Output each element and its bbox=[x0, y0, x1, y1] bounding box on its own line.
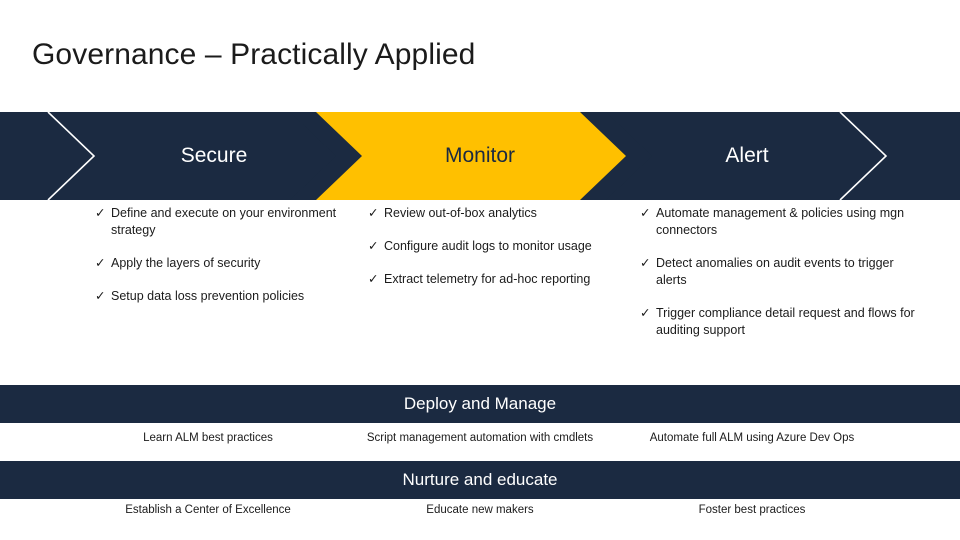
slide-bottom-edge bbox=[0, 533, 960, 540]
phase-chevron-band: Secure Monitor Alert bbox=[0, 112, 960, 200]
page-title: Governance – Practically Applied bbox=[32, 38, 476, 71]
bullet-text: Detect anomalies on audit events to trig… bbox=[656, 256, 894, 287]
section-item: Establish a Center of Excellence bbox=[125, 504, 291, 516]
bullet-column-secure: ✓ Define and execute on your environment… bbox=[95, 205, 375, 321]
bullet-text: Automate management & policies using mgn… bbox=[656, 206, 905, 237]
section-items-deploy-and-manage: Learn ALM best practices Script manageme… bbox=[0, 428, 960, 462]
bullet-text: Trigger compliance detail request and fl… bbox=[656, 306, 915, 337]
check-icon: ✓ bbox=[640, 206, 651, 220]
bullet-text: Configure audit logs to monitor usage bbox=[384, 239, 592, 253]
section-heading-nurture-and-educate: Nurture and educate bbox=[0, 461, 960, 499]
phase-label-secure[interactable]: Secure bbox=[180, 144, 248, 167]
bullet-item: ✓ Trigger compliance detail request and … bbox=[640, 305, 920, 339]
check-icon: ✓ bbox=[640, 256, 651, 270]
check-icon: ✓ bbox=[95, 256, 106, 270]
section-item: Foster best practices bbox=[698, 504, 806, 516]
section-item: Educate new makers bbox=[426, 504, 534, 516]
chevron-shapes bbox=[0, 112, 960, 200]
bullet-columns: ✓ Define and execute on your environment… bbox=[0, 205, 960, 370]
check-icon: ✓ bbox=[95, 289, 106, 303]
bullet-item: ✓ Extract telemetry for ad-hoc reporting bbox=[368, 271, 648, 288]
bullet-item: ✓ Apply the layers of security bbox=[95, 255, 375, 272]
bullet-text: Setup data loss prevention policies bbox=[111, 289, 305, 303]
bullet-item: ✓ Automate management & policies using m… bbox=[640, 205, 920, 239]
bullet-item: ✓ Review out-of-box analytics bbox=[368, 205, 648, 222]
section-item: Learn ALM best practices bbox=[143, 432, 273, 444]
phase-label-monitor[interactable]: Monitor bbox=[444, 144, 516, 167]
bullet-item: ✓ Detect anomalies on audit events to tr… bbox=[640, 255, 920, 289]
section-heading-deploy-and-manage: Deploy and Manage bbox=[0, 385, 960, 423]
phase-label-alert[interactable]: Alert bbox=[725, 144, 769, 167]
bullet-item: ✓ Setup data loss prevention policies bbox=[95, 288, 375, 305]
section-item: Script management automation with cmdlet… bbox=[366, 432, 594, 444]
bullet-item: ✓ Configure audit logs to monitor usage bbox=[368, 238, 648, 255]
section-item: Automate full ALM using Azure Dev Ops bbox=[649, 432, 855, 444]
check-icon: ✓ bbox=[368, 206, 379, 220]
check-icon: ✓ bbox=[368, 239, 379, 253]
check-icon: ✓ bbox=[368, 272, 379, 286]
bullet-column-alert: ✓ Automate management & policies using m… bbox=[640, 205, 920, 355]
section-items-nurture-and-educate: Establish a Center of Excellence Educate… bbox=[0, 500, 960, 534]
bullet-text: Review out-of-box analytics bbox=[384, 206, 537, 220]
bullet-column-monitor: ✓ Review out-of-box analytics ✓ Configur… bbox=[368, 205, 648, 304]
bullet-text: Define and execute on your environment s… bbox=[111, 206, 337, 237]
bullet-item: ✓ Define and execute on your environment… bbox=[95, 205, 375, 239]
bullet-text: Apply the layers of security bbox=[111, 256, 261, 270]
check-icon: ✓ bbox=[95, 206, 106, 220]
bullet-text: Extract telemetry for ad-hoc reporting bbox=[384, 272, 591, 286]
check-icon: ✓ bbox=[640, 306, 651, 320]
